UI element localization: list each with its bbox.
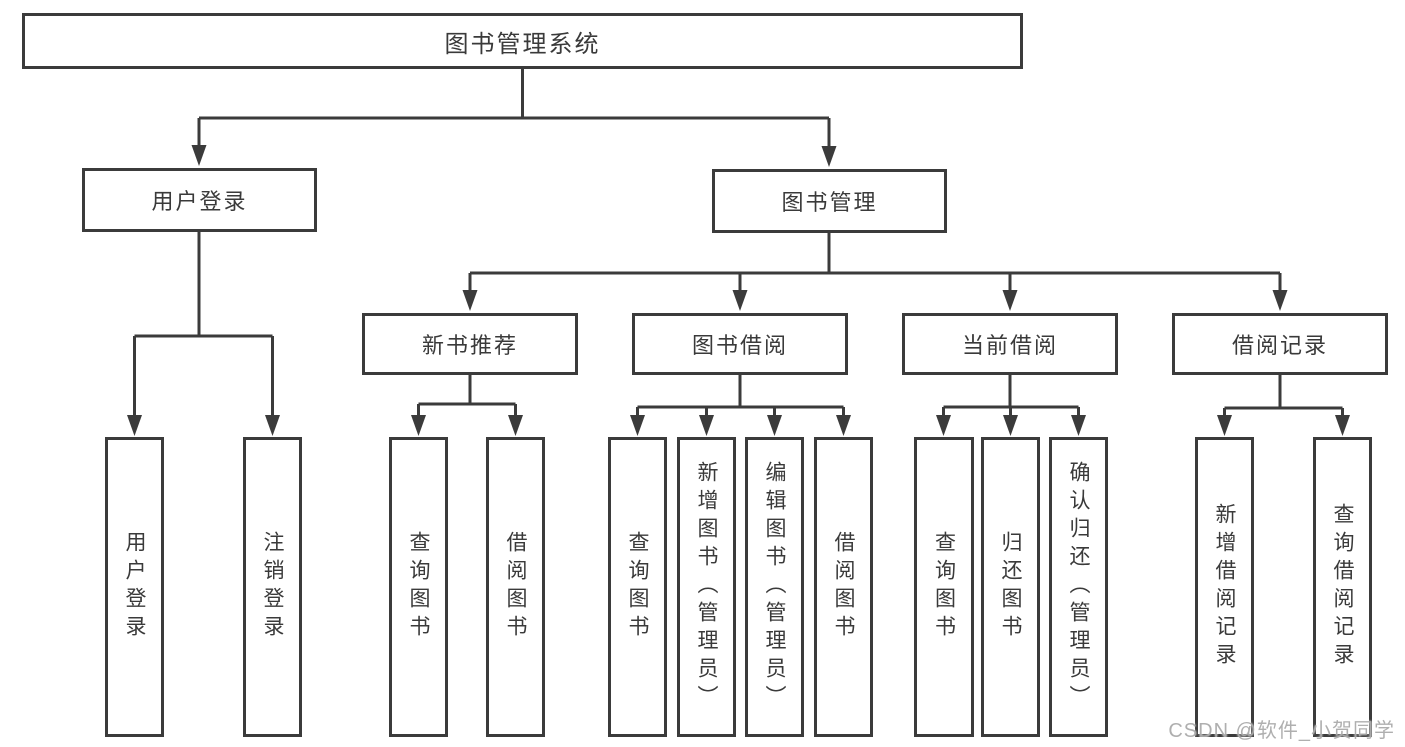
node-book-borrow: 图书借阅 — [632, 313, 848, 375]
connector-root-to-level2 — [191, 68, 837, 167]
leaf-borrow-book-label: 借阅图书 — [832, 531, 855, 643]
connector-book-borrow-children — [630, 374, 851, 436]
node-user-login-label: 用户登录 — [151, 189, 248, 214]
leaf-add-borrow-record-label: 新增借阅记录 — [1213, 503, 1236, 671]
leaf-add-book-admin-label: 新增图书（管理员） — [695, 461, 718, 713]
node-book-borrow-label: 图书借阅 — [691, 333, 788, 358]
leaf-borrow-book-recommend: 借阅图书 — [486, 437, 545, 737]
node-root: 图书管理系统 — [22, 13, 1023, 69]
leaf-return-book: 归还图书 — [981, 437, 1040, 737]
leaf-add-borrow-record: 新增借阅记录 — [1195, 437, 1254, 737]
leaf-query-borrow-record: 查询借阅记录 — [1313, 437, 1372, 737]
leaf-query-book-current: 查询图书 — [914, 437, 974, 737]
connector-book-management-children — [462, 232, 1288, 311]
node-new-book-recommend: 新书推荐 — [362, 313, 578, 375]
node-borrow-records-label: 借阅记录 — [1231, 333, 1328, 358]
leaf-query-book-recommend-label: 查询图书 — [407, 531, 430, 643]
node-new-book-recommend-label: 新书推荐 — [421, 333, 518, 358]
node-root-label: 图书管理系统 — [444, 30, 601, 58]
leaf-logout: 注销登录 — [243, 437, 302, 737]
watermark: CSDN @软件_小贺同学 — [1168, 720, 1395, 742]
leaf-edit-book-admin-label: 编辑图书（管理员） — [763, 461, 786, 713]
leaf-confirm-return-admin: 确认归还（管理员） — [1049, 437, 1108, 737]
connector-borrow-records-children — [1217, 374, 1350, 436]
leaf-add-book-admin: 新增图书（管理员） — [677, 437, 736, 737]
leaf-return-book-label: 归还图书 — [999, 531, 1022, 643]
leaf-user-login-label: 用户登录 — [123, 531, 146, 643]
connector-current-borrow-children — [936, 374, 1086, 436]
leaf-query-book-current-label: 查询图书 — [932, 531, 956, 643]
connector-new-book-recommend-children — [411, 374, 523, 436]
leaf-confirm-return-admin-label: 确认归还（管理员） — [1067, 461, 1090, 713]
connector-user-login-children — [127, 231, 280, 436]
leaf-logout-label: 注销登录 — [261, 531, 284, 643]
node-user-login: 用户登录 — [82, 168, 317, 232]
node-book-management: 图书管理 — [712, 169, 947, 233]
node-current-borrow: 当前借阅 — [902, 313, 1118, 375]
leaf-query-borrow-record-label: 查询借阅记录 — [1331, 503, 1354, 671]
node-borrow-records: 借阅记录 — [1172, 313, 1388, 375]
leaf-borrow-book-recommend-label: 借阅图书 — [504, 531, 527, 643]
node-current-borrow-label: 当前借阅 — [961, 333, 1058, 358]
leaf-edit-book-admin: 编辑图书（管理员） — [745, 437, 804, 737]
leaf-user-login: 用户登录 — [105, 437, 164, 737]
leaf-query-book-borrow-label: 查询图书 — [626, 531, 649, 643]
leaf-query-book-borrow: 查询图书 — [608, 437, 667, 737]
leaf-borrow-book: 借阅图书 — [814, 437, 873, 737]
node-book-management-label: 图书管理 — [781, 190, 878, 215]
leaf-query-book-recommend: 查询图书 — [389, 437, 448, 737]
